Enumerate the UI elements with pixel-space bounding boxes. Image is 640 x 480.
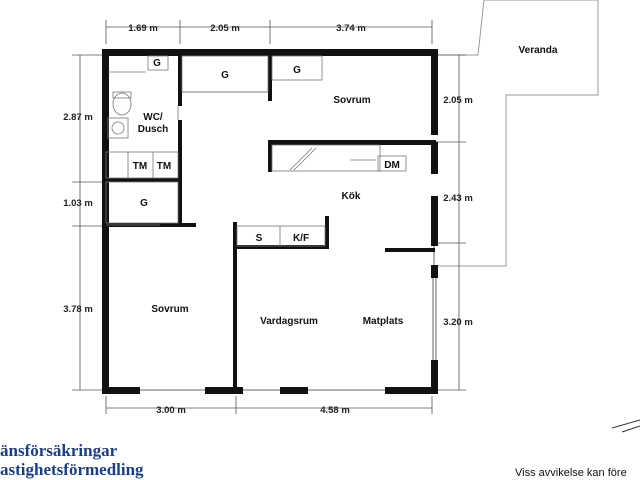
fixture-dm: DM [384, 160, 400, 171]
room-kok: Kök [342, 191, 361, 202]
room-sovrum-top: Sovrum [333, 95, 370, 106]
fixture-tm-1: TM [133, 161, 147, 172]
dim-bottom-1: 3.00 m [156, 405, 186, 416]
dim-left-3: 3.78 m [63, 304, 93, 315]
brand-line-2: astighetsförmedling [0, 460, 144, 479]
dim-top-1: 1.69 m [128, 23, 158, 34]
dim-right-1: 2.05 m [443, 95, 473, 106]
room-veranda: Veranda [519, 45, 558, 56]
dim-left-1: 2.87 m [63, 112, 93, 123]
fixture-g-wc: G [153, 58, 161, 69]
dim-bottom-2: 4.58 m [320, 405, 350, 416]
room-wc-line2: Dusch [138, 124, 169, 135]
brand-line-1: änsförsäkringar [0, 441, 118, 460]
dim-top-2: 2.05 m [210, 23, 240, 34]
dimension-lines [72, 20, 466, 414]
windows [140, 246, 437, 391]
dim-left-2: 1.03 m [63, 198, 93, 209]
inner-walls [106, 56, 436, 389]
dim-right-3: 3.20 m [443, 317, 473, 328]
veranda-outline [437, 0, 599, 267]
fixture-tm-2: TM [157, 161, 171, 172]
dim-top-3: 3.74 m [336, 23, 366, 34]
fixture-g-bedroom: G [293, 65, 301, 76]
fixture-g-closet: G [140, 198, 148, 209]
room-vardagsrum: Vardagsrum [260, 316, 318, 327]
fixture-kf: K/F [293, 233, 309, 244]
fixture-outlines [105, 55, 407, 247]
disclaimer-text: Viss avvikelse kan före [515, 467, 627, 479]
fixture-g-hall: G [221, 70, 229, 81]
outer-walls [102, 49, 438, 394]
room-matplats: Matplats [363, 316, 404, 327]
compass-icon [611, 419, 640, 433]
room-sovrum-left: Sovrum [151, 304, 188, 315]
dim-right-2: 2.43 m [443, 193, 473, 204]
room-wc-line1: WC/ [143, 112, 163, 123]
fixture-s: S [256, 233, 263, 244]
